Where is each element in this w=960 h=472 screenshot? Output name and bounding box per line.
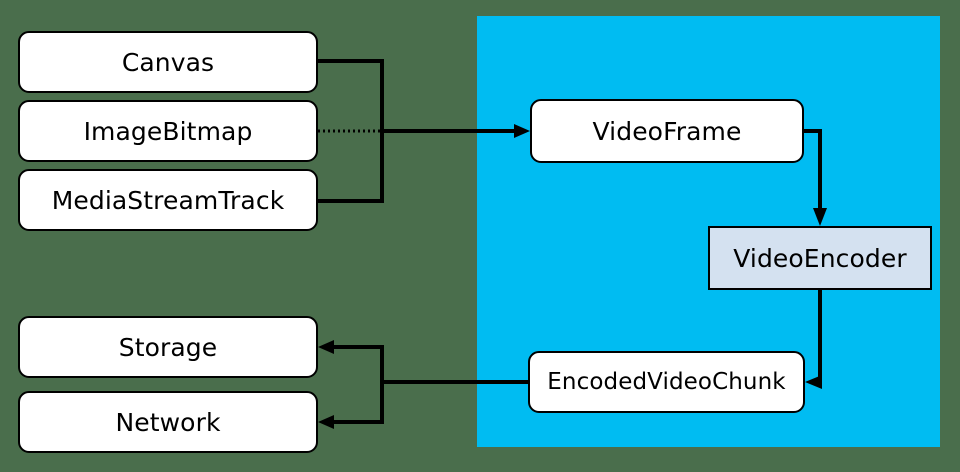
node-storage-label: Storage [118,332,218,362]
arrowhead-into-network [318,415,334,429]
edge-junction-to-storage [326,345,384,382]
node-network-label: Network [115,407,221,437]
node-network[interactable]: Network [18,391,318,453]
node-canvas[interactable]: Canvas [18,31,318,93]
node-storage[interactable]: Storage [18,316,318,378]
node-videoencoder-label: VideoEncoder [733,243,907,273]
edge-mediastreamtrack-to-videoframe [318,131,384,203]
edge-canvas-to-videoframe [318,59,384,131]
node-videoframe[interactable]: VideoFrame [530,99,804,163]
node-imagebitmap-label: ImageBitmap [83,116,253,146]
node-videoframe-label: VideoFrame [592,116,742,146]
node-videoencoder[interactable]: VideoEncoder [708,226,932,290]
node-mediastreamtrack-label: MediaStreamTrack [51,185,285,215]
node-canvas-label: Canvas [121,47,215,77]
node-encodedvideochunk[interactable]: EncodedVideoChunk [528,351,805,413]
edge-junction-to-network [326,382,384,424]
arrowhead-into-storage [318,340,334,354]
node-encodedvideochunk-label: EncodedVideoChunk [547,368,786,395]
node-imagebitmap[interactable]: ImageBitmap [18,100,318,162]
node-mediastreamtrack[interactable]: MediaStreamTrack [18,169,318,231]
